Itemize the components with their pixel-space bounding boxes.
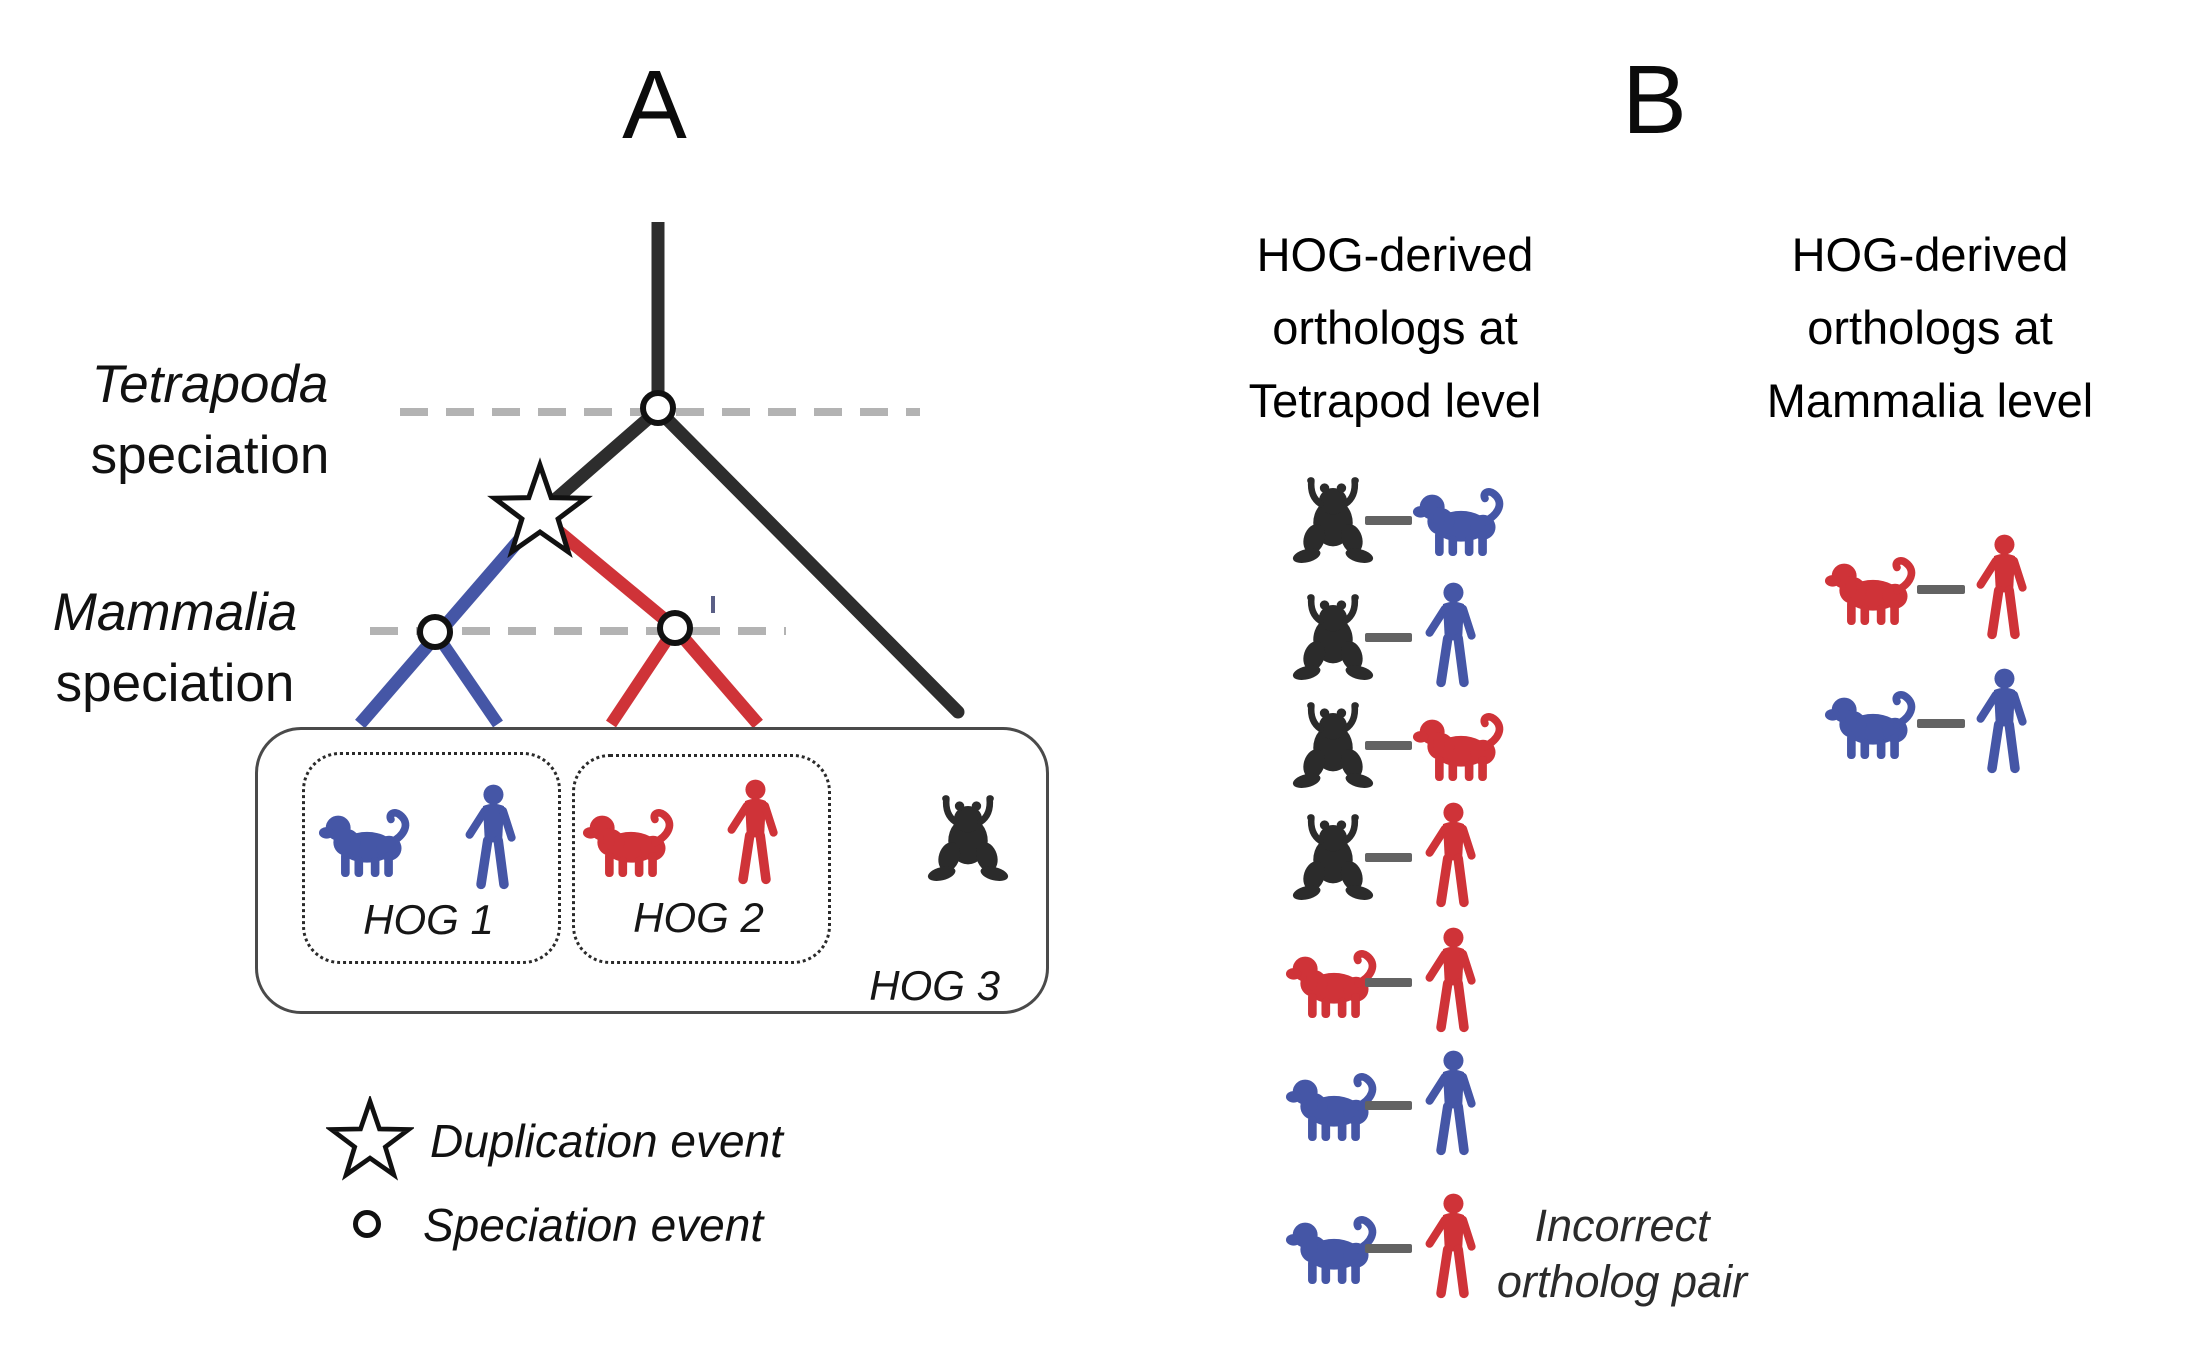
hog3-label: HOG 3 bbox=[869, 962, 1000, 1009]
pair-connector-dash bbox=[1365, 852, 1412, 862]
dog-icon bbox=[1412, 483, 1508, 558]
hog2-label: HOG 2 bbox=[633, 894, 764, 941]
panel-a-title: A bbox=[622, 50, 688, 159]
human-icon bbox=[1972, 532, 2035, 647]
phylo-tree bbox=[355, 222, 965, 729]
incorrect-pair-note: Incorrect ortholog pair bbox=[1496, 1200, 1748, 1307]
dog-icon bbox=[1824, 552, 1920, 627]
hog1-label: HOG 1 bbox=[363, 896, 494, 943]
dog-icon bbox=[1824, 686, 1920, 761]
red-branch-to-dog bbox=[606, 624, 680, 728]
ortholog-pair-row bbox=[1283, 792, 1543, 922]
hog2-box bbox=[572, 754, 831, 964]
ortholog-pair-row bbox=[1283, 917, 1543, 1047]
human-icon bbox=[1421, 800, 1484, 915]
branch-to-duplication bbox=[544, 405, 663, 510]
ortholog-pair-row bbox=[1283, 572, 1543, 702]
tetrapoda-name: Tetrapoda bbox=[91, 355, 329, 414]
tetrapoda-speciation-word: speciation bbox=[90, 426, 330, 485]
tetrapoda-speciation-node-icon bbox=[640, 390, 676, 426]
ortholog-pair-row bbox=[1283, 455, 1543, 585]
human-icon bbox=[1421, 1048, 1484, 1163]
ortholog-pair-row bbox=[1283, 1040, 1543, 1170]
pair-connector-dash bbox=[1365, 1100, 1412, 1110]
legend-speciation-label: Speciation event bbox=[423, 1199, 764, 1251]
mammalia-speciation-word: speciation bbox=[55, 654, 295, 713]
pair-connector-dash bbox=[1365, 515, 1412, 525]
pair-connector-dash bbox=[1917, 718, 1965, 728]
pair-connector-dash bbox=[1365, 740, 1412, 750]
legend-duplication-star-icon bbox=[326, 1096, 414, 1181]
human-icon bbox=[1421, 925, 1484, 1040]
hog1-box bbox=[302, 752, 561, 964]
duplication-star-icon bbox=[487, 457, 593, 559]
pair-connector-dash bbox=[1365, 977, 1412, 987]
ortholog-pair-row bbox=[1283, 680, 1543, 810]
blue-branch-to-human bbox=[430, 628, 503, 728]
tetrapoda-speciation-label: Tetrapoda speciation bbox=[55, 349, 365, 491]
pair-connector-dash bbox=[1365, 632, 1412, 642]
pair-connector-dash bbox=[1365, 1243, 1412, 1253]
legend-duplication-label: Duplication event bbox=[430, 1115, 783, 1167]
mammalia-level-column-header: HOG-derived orthologs at Mammalia level bbox=[1766, 228, 2094, 427]
mammalia-speciation-label: Mammalia speciation bbox=[20, 577, 330, 719]
human-icon bbox=[1421, 580, 1484, 695]
dog-icon bbox=[1412, 708, 1508, 783]
tetrapod-level-column-header: HOG-derived orthologs at Tetrapod level bbox=[1248, 228, 1542, 427]
human-icon bbox=[1972, 666, 2035, 781]
legend-speciation-circle-icon bbox=[353, 1210, 381, 1238]
mammalia-speciation-node-blue-icon bbox=[417, 614, 453, 650]
mammalia-speciation-node-red-icon bbox=[657, 610, 693, 646]
red-branch-to-human bbox=[670, 623, 763, 729]
pair-connector-dash bbox=[1917, 584, 1965, 594]
ortholog-pair-row bbox=[1283, 1183, 1543, 1313]
panel-b-title: B bbox=[1622, 45, 1688, 154]
mammalia-name: Mammalia bbox=[52, 583, 298, 642]
ortholog-pair-row bbox=[1820, 524, 2080, 654]
branch-to-frog bbox=[651, 403, 965, 719]
hog3-outer-box bbox=[255, 727, 1049, 1014]
ortholog-pair-row bbox=[1820, 658, 2080, 788]
